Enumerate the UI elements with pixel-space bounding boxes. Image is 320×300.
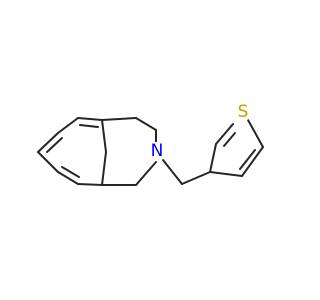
molecule-drawing: N S <box>37 102 264 186</box>
nitrogen-label: N <box>151 141 164 161</box>
bond <box>77 183 103 186</box>
benzene-ring <box>37 117 107 186</box>
methylene-linker <box>162 159 211 185</box>
bond <box>101 119 107 153</box>
double-bond-inner <box>46 137 63 153</box>
bond <box>101 151 107 186</box>
double-bond-inner <box>223 132 236 147</box>
bond <box>215 123 234 145</box>
structure-canvas: N S <box>37 102 264 186</box>
bond <box>57 117 79 134</box>
bond <box>57 171 79 185</box>
bond <box>77 117 103 121</box>
bond <box>247 119 264 148</box>
double-bond-inner <box>61 166 80 178</box>
bond <box>37 151 59 173</box>
double-bond-inner <box>79 124 99 128</box>
bond <box>135 161 157 186</box>
bond <box>135 117 157 131</box>
bond <box>162 159 183 185</box>
atom-nitrogen: N <box>148 141 166 161</box>
double-bond-inner <box>239 149 256 170</box>
atom-sulfur: S <box>234 102 252 122</box>
bond <box>181 171 211 185</box>
thiophene-ring <box>209 119 264 177</box>
bond <box>209 171 243 177</box>
bond <box>101 117 137 121</box>
bond <box>37 132 59 153</box>
piperidine-ring <box>101 117 157 186</box>
bond <box>209 143 217 173</box>
bond <box>241 146 264 177</box>
sulfur-label: S <box>238 102 249 122</box>
